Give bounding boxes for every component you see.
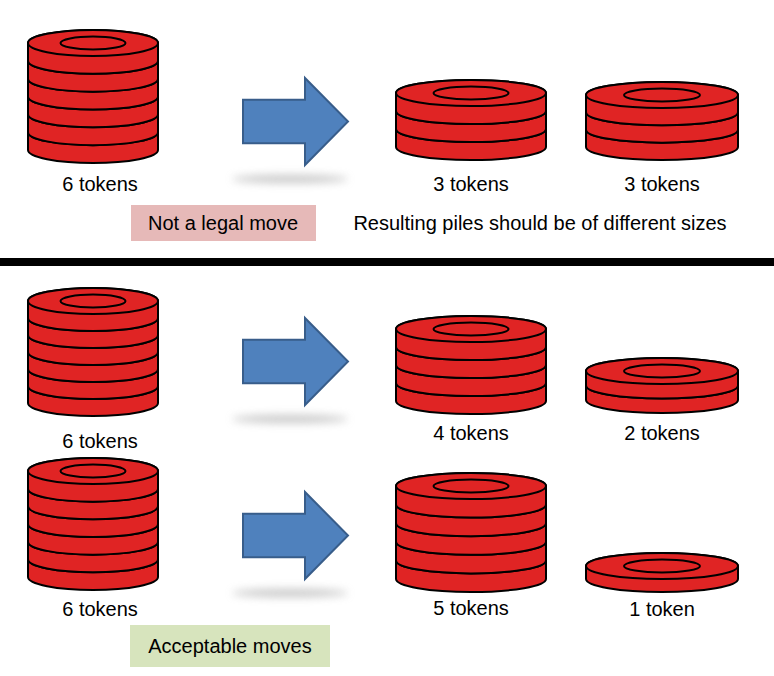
token-top <box>396 316 546 342</box>
token-count: 5 tokens <box>433 597 509 620</box>
token-ring <box>61 295 126 308</box>
token-side <box>586 82 738 125</box>
token-top <box>28 458 158 484</box>
token-count: 2 tokens <box>624 422 700 445</box>
token-top <box>28 30 158 56</box>
token-top <box>396 80 546 106</box>
illegal-move-badge: Not a legal move <box>131 205 316 241</box>
token-stack <box>396 80 546 160</box>
token-side <box>28 30 158 74</box>
token-stack <box>586 358 738 413</box>
badge-text: Acceptable moves <box>148 635 311 658</box>
token-top <box>28 288 158 314</box>
arrow-shadow <box>232 415 348 423</box>
arrow-shadow <box>232 175 348 183</box>
token-top <box>586 553 738 579</box>
block-arrow <box>243 492 348 579</box>
token-ring <box>624 560 700 573</box>
token-side <box>396 473 546 518</box>
token-side <box>396 80 546 124</box>
token-ring <box>61 37 126 50</box>
arrow-shadow <box>232 589 348 597</box>
token-stacks <box>28 30 738 592</box>
token-stack <box>396 473 546 592</box>
token-count: 4 tokens <box>433 422 509 445</box>
rule-note: Resulting piles should be of different s… <box>353 212 726 235</box>
token-ring <box>434 323 509 336</box>
token-ring <box>61 465 126 478</box>
token-stack <box>28 30 158 163</box>
token-stack <box>396 316 546 414</box>
block-arrow <box>243 318 348 405</box>
divider-bar <box>0 258 774 266</box>
token-count: 6 tokens <box>62 430 138 453</box>
token-count: 3 tokens <box>624 173 700 196</box>
move-arrows <box>232 78 348 597</box>
token-side <box>28 288 158 331</box>
legal-move-badge: Acceptable moves <box>130 625 330 667</box>
token-count: 6 tokens <box>62 173 138 196</box>
token-count: 3 tokens <box>433 173 509 196</box>
token-side <box>586 358 738 399</box>
token-ring <box>434 87 509 100</box>
token-side <box>396 316 546 360</box>
token-top <box>586 82 738 108</box>
token-ring <box>624 89 700 102</box>
token-stack <box>586 553 738 592</box>
token-ring <box>434 480 509 493</box>
token-top <box>396 473 546 499</box>
badge-text: Not a legal move <box>148 212 298 235</box>
token-count: 1 token <box>629 598 695 621</box>
block-arrow <box>243 78 348 165</box>
token-stack <box>586 82 738 160</box>
token-top <box>586 358 738 384</box>
token-ring <box>624 365 700 378</box>
token-stack <box>28 288 158 416</box>
token-side <box>586 553 738 592</box>
token-count: 6 tokens <box>62 598 138 621</box>
token-stack <box>28 458 158 590</box>
token-side <box>28 458 158 502</box>
